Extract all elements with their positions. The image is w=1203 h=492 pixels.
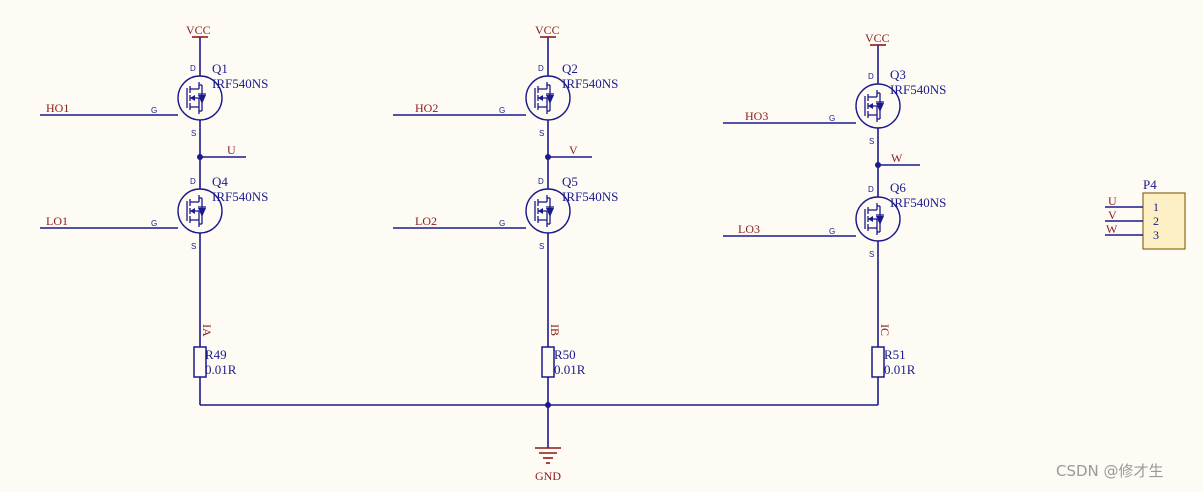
net-label-ho2: HO2: [415, 101, 438, 115]
phase-v-wiring: [393, 37, 592, 448]
net-label-ho1: HO1: [46, 101, 69, 115]
r51-ref: R51: [884, 347, 906, 362]
net-label-lo3: LO3: [738, 222, 760, 236]
resistor-r49-body: [193, 346, 207, 378]
r50-value: 0.01R: [554, 362, 586, 377]
q6-part: IRF540NS: [890, 195, 946, 210]
vcc-symbols: [192, 36, 886, 46]
q3-pin-g: G: [829, 114, 835, 123]
p4-pin-2-num: 2: [1153, 214, 1159, 228]
phase-u-wiring: [40, 37, 246, 405]
p4-pin-1-num: 1: [1153, 200, 1159, 214]
q1-ref: Q1: [212, 61, 228, 76]
q4-pin-s: S: [191, 242, 196, 251]
net-label-w: W: [891, 151, 903, 165]
p4-net-v: V: [1108, 208, 1117, 222]
q3-pin-s: S: [869, 137, 874, 146]
net-label-lo2: LO2: [415, 214, 437, 228]
q1-pin-d: D: [190, 64, 196, 73]
q5-part: IRF540NS: [562, 189, 618, 204]
resistor-r51-body: [871, 346, 885, 378]
q5-pin-d: D: [538, 177, 544, 186]
ground-bus: [200, 402, 878, 408]
vcc-label-3: VCC: [865, 31, 890, 45]
r51-value: 0.01R: [884, 362, 916, 377]
q6-pin-s: S: [869, 250, 874, 259]
q4-part: IRF540NS: [212, 189, 268, 204]
q1-pin-s: S: [191, 129, 196, 138]
r50-ref: R50: [554, 347, 576, 362]
resistor-r50-body: [541, 346, 555, 378]
q3-ref: Q3: [890, 67, 906, 82]
net-label-u: U: [227, 143, 236, 157]
gnd-symbol: [535, 447, 561, 464]
q5-pin-s: S: [539, 242, 544, 251]
q3-part: IRF540NS: [890, 82, 946, 97]
q2-pin-d: D: [538, 64, 544, 73]
net-label-ic: IC: [878, 324, 892, 336]
net-label-v: V: [569, 143, 578, 157]
watermark: CSDN @修才生: [1056, 462, 1164, 480]
q6-pin-g: G: [829, 227, 835, 236]
phase-w-wiring: [723, 45, 920, 405]
q2-part: IRF540NS: [562, 76, 618, 91]
p4-pin-3-num: 3: [1153, 228, 1159, 242]
q1-part: IRF540NS: [212, 76, 268, 91]
p4-net-u: U: [1108, 194, 1117, 208]
q6-pin-d: D: [868, 185, 874, 194]
r49-value: 0.01R: [205, 362, 237, 377]
gnd-label: GND: [535, 469, 561, 483]
q4-pin-d: D: [190, 177, 196, 186]
q4-pin-g: G: [151, 219, 157, 228]
q2-pin-g: G: [499, 106, 505, 115]
p4-ref: P4: [1143, 177, 1157, 192]
q5-pin-g: G: [499, 219, 505, 228]
vcc-label-1: VCC: [186, 23, 211, 37]
p4-net-w: W: [1106, 222, 1118, 236]
net-label-ia: IA: [200, 324, 214, 337]
net-label-ho3: HO3: [745, 109, 768, 123]
net-label-ib: IB: [548, 324, 562, 336]
q4-ref: Q4: [212, 174, 228, 189]
q5-ref: Q5: [562, 174, 578, 189]
net-label-lo1: LO1: [46, 214, 68, 228]
q2-pin-s: S: [539, 129, 544, 138]
q6-ref: Q6: [890, 180, 906, 195]
connector-p4-body: [1105, 192, 1186, 250]
vcc-label-2: VCC: [535, 23, 560, 37]
q3-pin-d: D: [868, 72, 874, 81]
r49-ref: R49: [205, 347, 227, 362]
q1-pin-g: G: [151, 106, 157, 115]
q2-ref: Q2: [562, 61, 578, 76]
